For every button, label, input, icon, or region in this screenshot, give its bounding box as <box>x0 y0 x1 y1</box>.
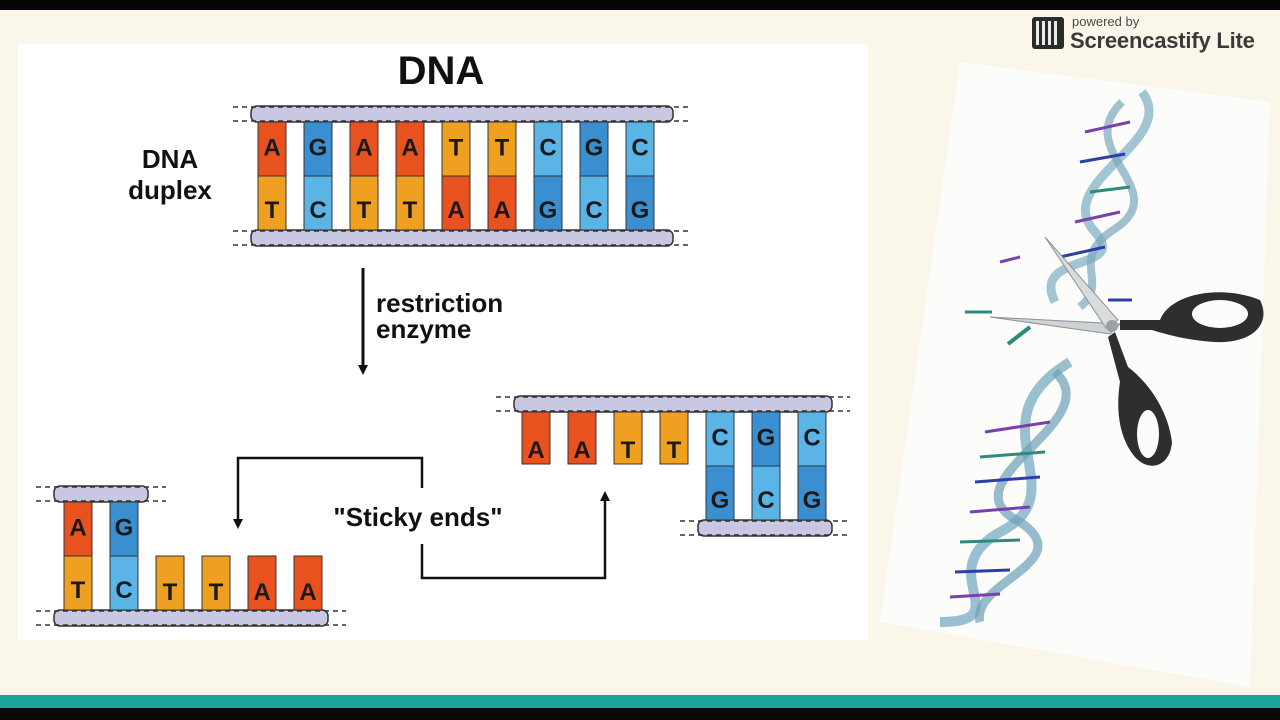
left-backbone-top <box>53 485 149 503</box>
base-bottom-t <box>395 175 425 231</box>
base-letter-c: C <box>711 424 728 451</box>
right-backbone-bottom <box>697 519 833 537</box>
base-bottom-g <box>533 175 563 231</box>
base-letter-g: G <box>539 197 558 224</box>
enzyme-label-line1: restriction <box>376 288 503 318</box>
overhang-base-a <box>247 555 277 611</box>
base-letter-c: C <box>631 134 648 161</box>
base-letter-t: T <box>265 197 280 224</box>
duplex-label-line1: DNA <box>142 144 199 174</box>
base-letter-g: G <box>631 197 650 224</box>
base-top-c <box>625 121 655 177</box>
base-top-a <box>63 501 93 557</box>
base-top-g <box>109 501 139 557</box>
dna-scissors-illustration <box>880 62 1270 687</box>
base-letter-a: A <box>299 579 316 606</box>
base-letter-g: G <box>803 487 822 514</box>
base-bottom-c <box>109 555 139 611</box>
base-letter-c: C <box>539 134 556 161</box>
screencastify-watermark: powered by Screencastify Lite <box>1030 14 1275 54</box>
base-bottom-c <box>303 175 333 231</box>
base-bottom-a <box>487 175 517 231</box>
base-bottom-t <box>349 175 379 231</box>
overhang-base-t <box>155 555 185 611</box>
base-top-a <box>257 121 287 177</box>
base-letter-t: T <box>163 579 178 606</box>
base-bottom-c <box>579 175 609 231</box>
duplex-label-line2: duplex <box>128 175 212 205</box>
base-letter-t: T <box>667 437 682 464</box>
base-letter-g: G <box>757 424 776 451</box>
overhang-base-t <box>659 411 689 465</box>
base-letter-c: C <box>585 197 602 224</box>
watermark-brand: Screencastify Lite <box>1070 28 1255 53</box>
base-letter-t: T <box>621 437 636 464</box>
overhang-base-t <box>201 555 231 611</box>
base-letter-c: C <box>803 424 820 451</box>
teal-accent-bar <box>0 695 1280 708</box>
right-backbone-top <box>513 395 833 413</box>
slide-title: DNA <box>398 49 485 93</box>
watermark-powered-by: powered by <box>1072 14 1140 29</box>
overhang-base-a <box>567 411 597 465</box>
overhang-base-a <box>521 411 551 465</box>
slide-card: DNA DNA duplex restriction enzyme "Stick… <box>18 44 868 640</box>
dna-helix-icon <box>939 89 1154 627</box>
base-letter-g: G <box>115 514 134 541</box>
film-strip-icon <box>1032 17 1064 49</box>
base-letter-t: T <box>495 134 510 161</box>
base-top-g <box>751 411 781 467</box>
base-bottom-c <box>751 465 781 521</box>
base-letter-t: T <box>357 197 372 224</box>
base-top-t <box>487 121 517 177</box>
base-bottom-g <box>705 465 735 521</box>
base-bottom-a <box>441 175 471 231</box>
base-bottom-t <box>63 555 93 611</box>
base-top-t <box>441 121 471 177</box>
base-letter-g: G <box>711 487 730 514</box>
sticky-arrow-right <box>420 491 610 580</box>
base-letter-c: C <box>309 197 326 224</box>
base-top-g <box>579 121 609 177</box>
base-letter-c: C <box>757 487 774 514</box>
base-letter-a: A <box>69 514 86 541</box>
left-fragment: A T G C T T A A <box>36 485 346 627</box>
base-letter-c: C <box>115 577 132 604</box>
duplex-backbone-top <box>250 105 674 123</box>
base-letter-a: A <box>573 437 590 464</box>
dna-diagram: DNA DNA duplex restriction enzyme "Stick… <box>36 49 850 627</box>
scissors-icon <box>989 236 1264 466</box>
base-letter-a: A <box>447 197 464 224</box>
base-letter-a: A <box>493 197 510 224</box>
base-letter-a: A <box>253 579 270 606</box>
illustration-background <box>880 62 1270 687</box>
base-letter-a: A <box>263 134 280 161</box>
overhang-base-t <box>613 411 643 465</box>
overhang-base-a <box>293 555 323 611</box>
base-letter-a: A <box>355 134 372 161</box>
base-letter-a: A <box>527 437 544 464</box>
base-letter-t: T <box>71 577 86 604</box>
top-bar <box>0 0 1280 10</box>
sticky-arrow-left <box>233 456 424 529</box>
base-letter-t: T <box>403 197 418 224</box>
left-backbone-bottom <box>53 609 329 627</box>
base-letter-t: T <box>209 579 224 606</box>
base-letter-g: G <box>309 134 328 161</box>
sticky-ends-label: "Sticky ends" <box>333 502 502 532</box>
base-letter-g: G <box>585 134 604 161</box>
duplex-backbone-bottom <box>250 229 674 247</box>
base-top-c <box>797 411 827 467</box>
base-top-g <box>303 121 333 177</box>
base-letter-t: T <box>449 134 464 161</box>
base-top-a <box>395 121 425 177</box>
base-letter-a: A <box>401 134 418 161</box>
enzyme-label-line2: enzyme <box>376 314 471 344</box>
base-top-c <box>533 121 563 177</box>
